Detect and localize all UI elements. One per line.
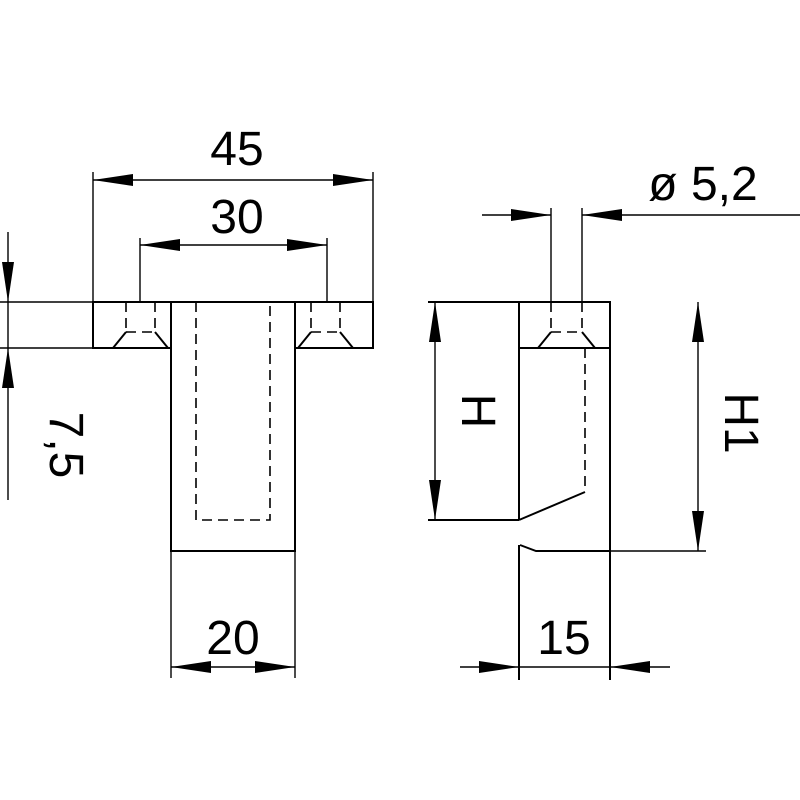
side-countersunk-hole	[537, 302, 596, 349]
dimension-7-5-label: 7,5	[39, 412, 92, 479]
hidden-bore	[195, 302, 271, 521]
dimension-h1-label: H1	[714, 392, 767, 453]
dimension-h1: H1	[610, 302, 767, 552]
dimension-hole-diameter: ø 5,2	[482, 158, 800, 302]
front-view	[92, 301, 374, 552]
dimension-7-5: 7,5	[0, 232, 93, 500]
dimension-45: 45	[92, 123, 374, 302]
dimension-h-label: H	[451, 394, 504, 429]
front-view-outline	[92, 301, 374, 552]
side-chamfer	[518, 491, 586, 521]
dimension-30-label: 30	[210, 191, 263, 244]
dimension-15-label: 15	[537, 612, 590, 665]
dimension-hole-diameter-label: ø 5,2	[648, 158, 757, 211]
dimension-15: 15	[460, 612, 670, 673]
dimension-20: 20	[170, 551, 296, 678]
countersunk-hole-left	[112, 302, 169, 349]
dimension-45-label: 45	[210, 123, 263, 176]
countersunk-hole-right	[297, 302, 354, 349]
dimension-h: H	[429, 302, 504, 520]
dimension-30: 30	[139, 191, 328, 302]
dimension-20-label: 20	[206, 612, 259, 665]
